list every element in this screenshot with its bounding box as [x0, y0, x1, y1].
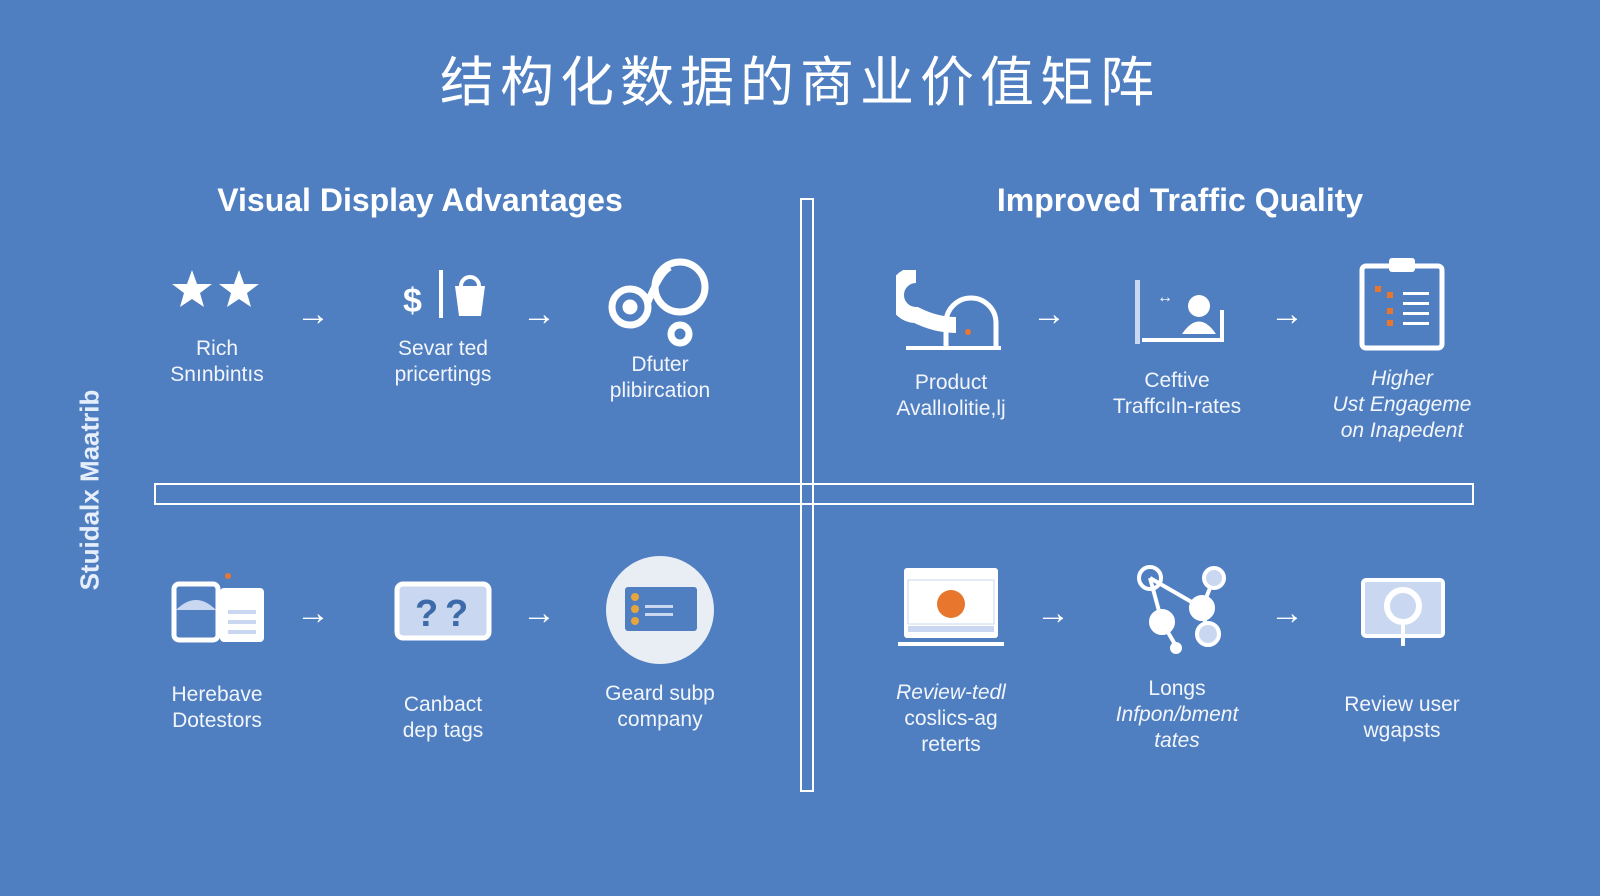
label-line: Avallıolitie,lj — [896, 397, 1006, 420]
label-line: Herebave — [171, 683, 263, 706]
traffic-profile-icon: ↔ — [1135, 280, 1224, 344]
arrow-icon: → — [296, 295, 330, 333]
label-line: Canbact — [403, 693, 483, 716]
label-line: tates — [1154, 729, 1200, 752]
svg-text:?: ? — [445, 593, 468, 635]
documents-icon — [171, 573, 264, 643]
label-line: Infpon/bment — [1115, 703, 1239, 726]
svg-text:$: $ — [403, 282, 422, 320]
arrow-icon: → — [1036, 594, 1070, 632]
arrow-icon: → — [522, 594, 556, 632]
label-line: coslics-ag — [904, 707, 998, 730]
label-line: Sevar ted — [398, 337, 488, 360]
item-pricing: $ Sevar ted pricertings — [343, 262, 543, 388]
label-line: reterts — [921, 733, 981, 756]
side-axis-label: Stuidalx Maatrib — [74, 389, 105, 591]
stars-icon — [172, 270, 259, 307]
label-line: Traffcıln-rates — [1112, 395, 1242, 418]
label-line: pricertings — [394, 363, 492, 386]
svg-text:?: ? — [415, 593, 438, 635]
arrow-icon: → — [1270, 594, 1304, 632]
label-line: Rich — [195, 337, 238, 360]
label-line: Ust Engageme — [1332, 393, 1472, 416]
laptop-review-icon — [898, 568, 1004, 646]
search-screen-icon — [1361, 578, 1445, 646]
arrow-icon: → — [1270, 295, 1304, 333]
question-card-icon: ?? — [394, 581, 492, 641]
svg-text:↔: ↔ — [1157, 289, 1173, 306]
product-availability-icon — [896, 270, 1001, 350]
clipboard-icon — [1359, 258, 1445, 351]
vertical-divider — [800, 198, 814, 792]
label-line: company — [617, 708, 703, 731]
label-line: Dotestors — [172, 709, 262, 732]
label-line: Product — [914, 371, 988, 394]
data-card-icon — [606, 556, 714, 664]
label-line: plibircation — [609, 379, 711, 402]
label-line: Review user — [1344, 693, 1460, 716]
label-line: Snınbintıs — [170, 363, 264, 386]
item-publication: Dfuter plibircation — [560, 252, 760, 404]
heading-traffic-quality: Improved Traffic Quality — [996, 182, 1364, 218]
label-line: on Inapedent — [1340, 419, 1464, 442]
label-line: Review-tedl — [896, 681, 1006, 704]
label-line: dep tags — [402, 719, 484, 742]
label-line: Higher — [1371, 367, 1433, 390]
item-contact-tags: ?? Canbact dep tags — [343, 580, 543, 744]
arrow-icon: → — [1032, 295, 1066, 333]
item-company: Geard subp company — [560, 555, 760, 733]
arrow-icon: → — [296, 594, 330, 632]
label-line: Longs — [1148, 677, 1206, 700]
label-line: Ceftive — [1144, 369, 1210, 392]
arrow-icon: → — [522, 295, 556, 333]
item-review-reports: Review-tedl coslics-ag reterts — [851, 564, 1051, 758]
label-line: wgapsts — [1363, 719, 1441, 742]
page-title: 结构化数据的商业价值矩阵 — [440, 51, 1160, 114]
horizontal-divider — [154, 483, 1474, 505]
label-line: Dfuter — [631, 353, 689, 376]
network-icon — [1137, 565, 1226, 654]
link-nodes-icon — [608, 258, 709, 347]
label-line: Geard subp — [605, 682, 715, 705]
item-user-reviews: Review user wgapsts — [1302, 576, 1502, 744]
price-bag-icon: $ — [403, 270, 485, 320]
heading-visual-display: Visual Display Advantages — [217, 182, 623, 218]
